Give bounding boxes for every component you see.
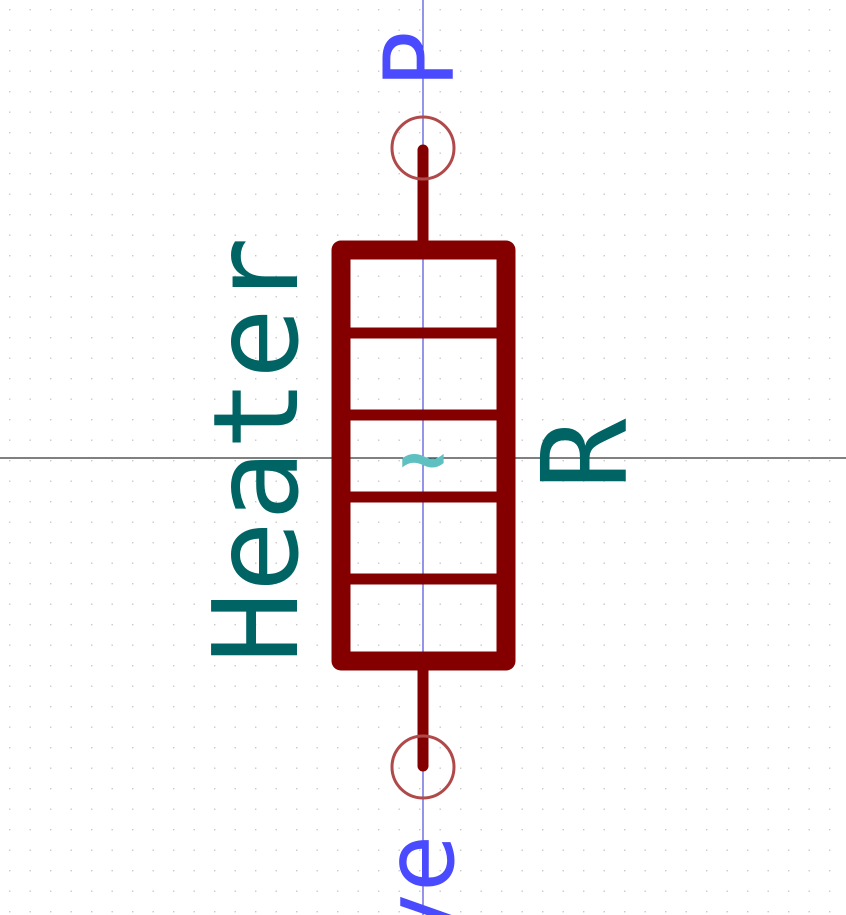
heater-body[interactable] (331, 240, 516, 671)
center-glyph: ~ (399, 412, 447, 505)
reference-field[interactable]: R (516, 418, 654, 490)
value-field[interactable]: Heater (187, 237, 325, 663)
top-pin-marker[interactable] (390, 115, 456, 181)
segment-dividers (341, 327, 506, 585)
bottom-pin-marker[interactable] (390, 734, 456, 800)
bottom-pin-name: ve (364, 834, 476, 915)
top-pin-name: P (364, 30, 476, 88)
